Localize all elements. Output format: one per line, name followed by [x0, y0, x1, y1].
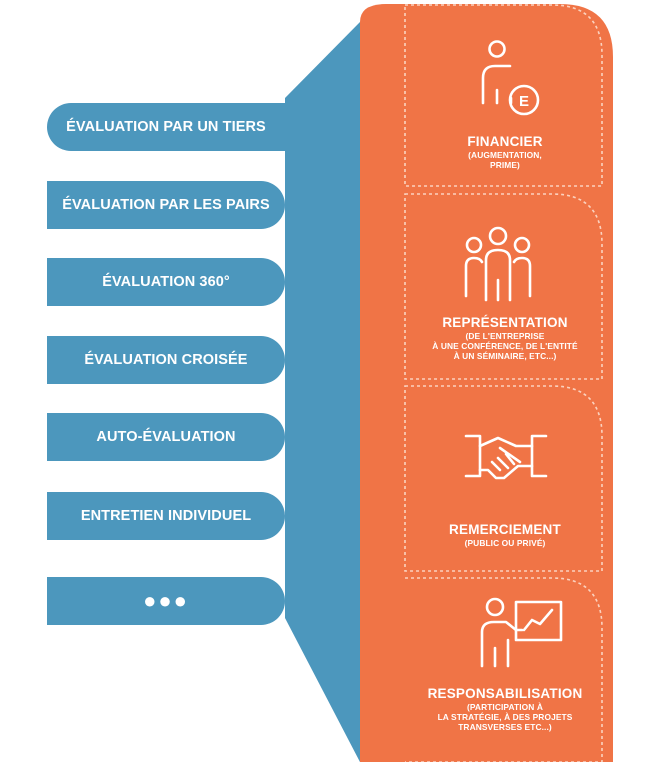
reward-subtitle-line: (PUBLIC OU PRIVÉ) [464, 538, 546, 548]
reward-responsabilisation: RESPONSABILISATION (PARTICIPATION À LA S… [407, 686, 603, 732]
reward-subtitle-line: PRIME) [490, 160, 520, 170]
handshake-icon [464, 434, 548, 480]
reward-subtitle: (DE L'ENTREPRISE À UNE CONFÉRENCE, DE L'… [407, 331, 603, 361]
method-pill: ÉVALUATION PAR LES PAIRS [47, 181, 285, 229]
reward-remerciement: REMERCIEMENT (PUBLIC OU PRIVÉ) [407, 522, 603, 548]
method-pill: ÉVALUATION PAR UN TIERS [47, 103, 285, 151]
reward-financier: FINANCIER (AUGMENTATION, PRIME) [407, 134, 603, 170]
method-pill: ÉVALUATION 360° [47, 258, 285, 306]
reward-subtitle-line: À UNE CONFÉRENCE, DE L'ENTITÉ [432, 341, 578, 351]
reward-card-remerciement [404, 385, 603, 572]
more-dots: ●●● [47, 577, 285, 625]
euro-letter: E [519, 93, 529, 110]
reward-subtitle-line: (DE L'ENTREPRISE [465, 331, 545, 341]
presenter-chart-icon [480, 597, 563, 668]
method-pill: ÉVALUATION CROISÉE [47, 336, 285, 384]
orange-panel [360, 4, 613, 762]
reward-card-representation [404, 193, 603, 380]
reward-card-responsabilisation [405, 577, 603, 762]
reward-card-financier [404, 4, 603, 187]
blue-funnel [285, 22, 360, 762]
reward-subtitle-line: LA STRATÉGIE, À DES PROJETS [437, 712, 573, 722]
reward-subtitle-line: À UN SÉMINAIRE, ETC...) [453, 351, 557, 361]
reward-subtitle: (PUBLIC OU PRIVÉ) [407, 538, 603, 548]
reward-title: REPRÉSENTATION [442, 315, 568, 330]
reward-title: FINANCIER [467, 134, 543, 149]
reward-subtitle: (AUGMENTATION, PRIME) [407, 150, 603, 170]
person-euro-icon [481, 40, 540, 116]
reward-title: REMERCIEMENT [449, 522, 561, 537]
reward-subtitle: (PARTICIPATION À LA STRATÉGIE, À DES PRO… [407, 702, 603, 732]
group-icon [464, 226, 532, 302]
method-pill: ENTRETIEN INDIVIDUEL [47, 492, 285, 540]
reward-title: RESPONSABILISATION [427, 686, 583, 701]
reward-representation: REPRÉSENTATION (DE L'ENTREPRISE À UNE CO… [407, 315, 603, 361]
reward-subtitle-line: (PARTICIPATION À [466, 702, 544, 712]
method-pill: AUTO-ÉVALUATION [47, 413, 285, 461]
reward-subtitle-line: (AUGMENTATION, [468, 150, 542, 160]
reward-subtitle-line: TRANSVERSES ETC...) [458, 722, 552, 732]
